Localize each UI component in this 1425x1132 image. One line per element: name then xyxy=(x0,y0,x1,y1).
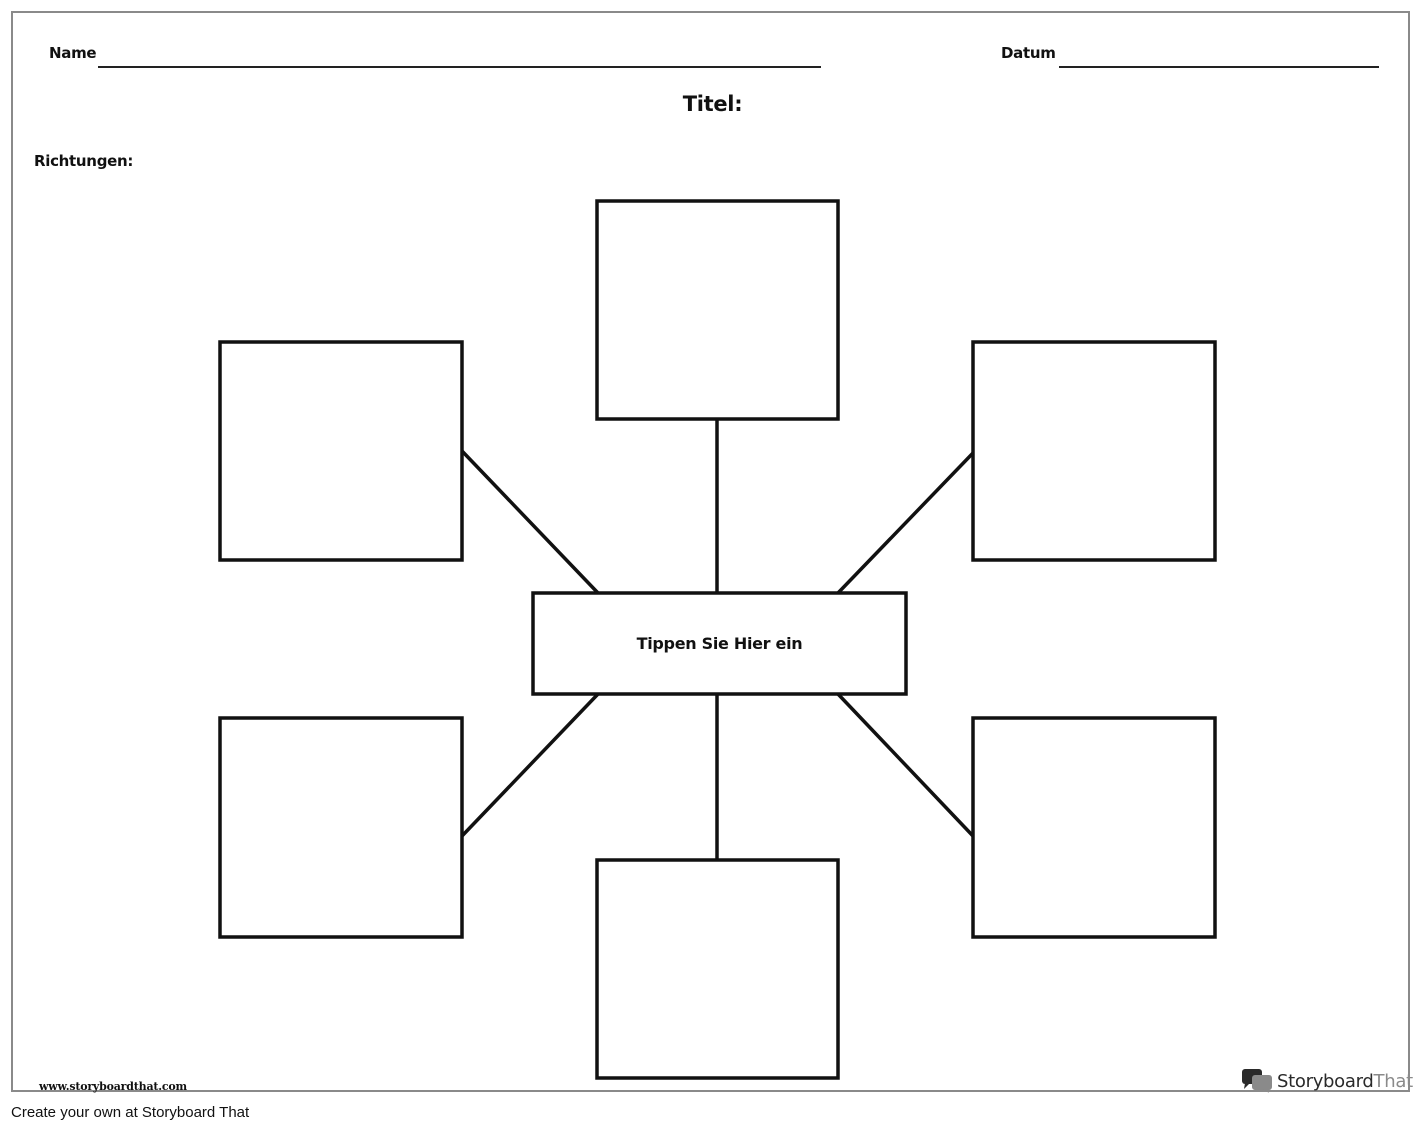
logo-wordmark-light: That xyxy=(1373,1070,1414,1092)
directions-label: Richtungen: xyxy=(34,152,134,170)
date-field-line[interactable] xyxy=(1059,66,1379,68)
logo-wordmark: StoryboardThat xyxy=(1277,1071,1413,1092)
outer-box-top[interactable] xyxy=(595,199,840,421)
footer-credit[interactable]: Create your own at Storyboard That xyxy=(11,1104,250,1121)
speech-bubbles-icon xyxy=(1242,1069,1272,1093)
outer-box-lower-left[interactable] xyxy=(218,716,464,939)
outer-box-upper-left[interactable] xyxy=(218,340,464,562)
connector-lower-left xyxy=(460,692,600,838)
outer-box-lower-right[interactable] xyxy=(971,716,1217,939)
connector-upper-right xyxy=(836,451,975,595)
title-label: Titel: xyxy=(682,92,743,116)
name-field-line[interactable] xyxy=(98,66,821,68)
name-label: Name xyxy=(49,44,97,62)
connector-lower-right xyxy=(836,692,975,838)
date-label: Datum xyxy=(1001,44,1056,62)
connector-upper-left xyxy=(460,449,600,595)
storyboardthat-logo: StoryboardThat xyxy=(1241,1068,1413,1094)
center-box[interactable] xyxy=(531,591,908,696)
outer-box-upper-right[interactable] xyxy=(971,340,1217,562)
website-url: www.storyboardthat.com xyxy=(39,1080,187,1093)
center-box-text[interactable]: Tippen Sie Hier ein xyxy=(636,634,803,653)
logo-wordmark-bold: Storyboard xyxy=(1277,1070,1374,1092)
outer-box-bottom[interactable] xyxy=(595,858,840,1080)
